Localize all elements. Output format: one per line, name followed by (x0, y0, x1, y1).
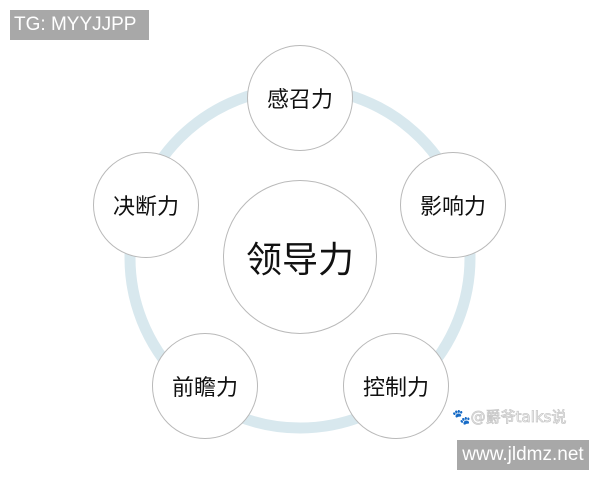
node-charisma: 感召力 (247, 45, 353, 151)
source-watermark: 🐾@爵爷talks说 (452, 408, 567, 427)
node-label: 决断力 (112, 195, 179, 220)
node-label: 影响力 (419, 195, 486, 220)
node-label: 感召力 (266, 88, 333, 113)
center-node-leadership: 领导力 (223, 180, 377, 334)
node-foresight: 前瞻力 (152, 333, 258, 439)
node-control: 控制力 (343, 333, 449, 439)
node-decisiveness: 决断力 (93, 152, 199, 258)
site-watermark: www.jldmz.net (457, 440, 589, 470)
telegram-watermark: TG: MYYJJPP (10, 10, 149, 40)
node-label: 前瞻力 (171, 376, 238, 401)
center-node-label: 领导力 (245, 240, 354, 281)
node-influence: 影响力 (400, 152, 506, 258)
node-label: 控制力 (362, 376, 429, 401)
